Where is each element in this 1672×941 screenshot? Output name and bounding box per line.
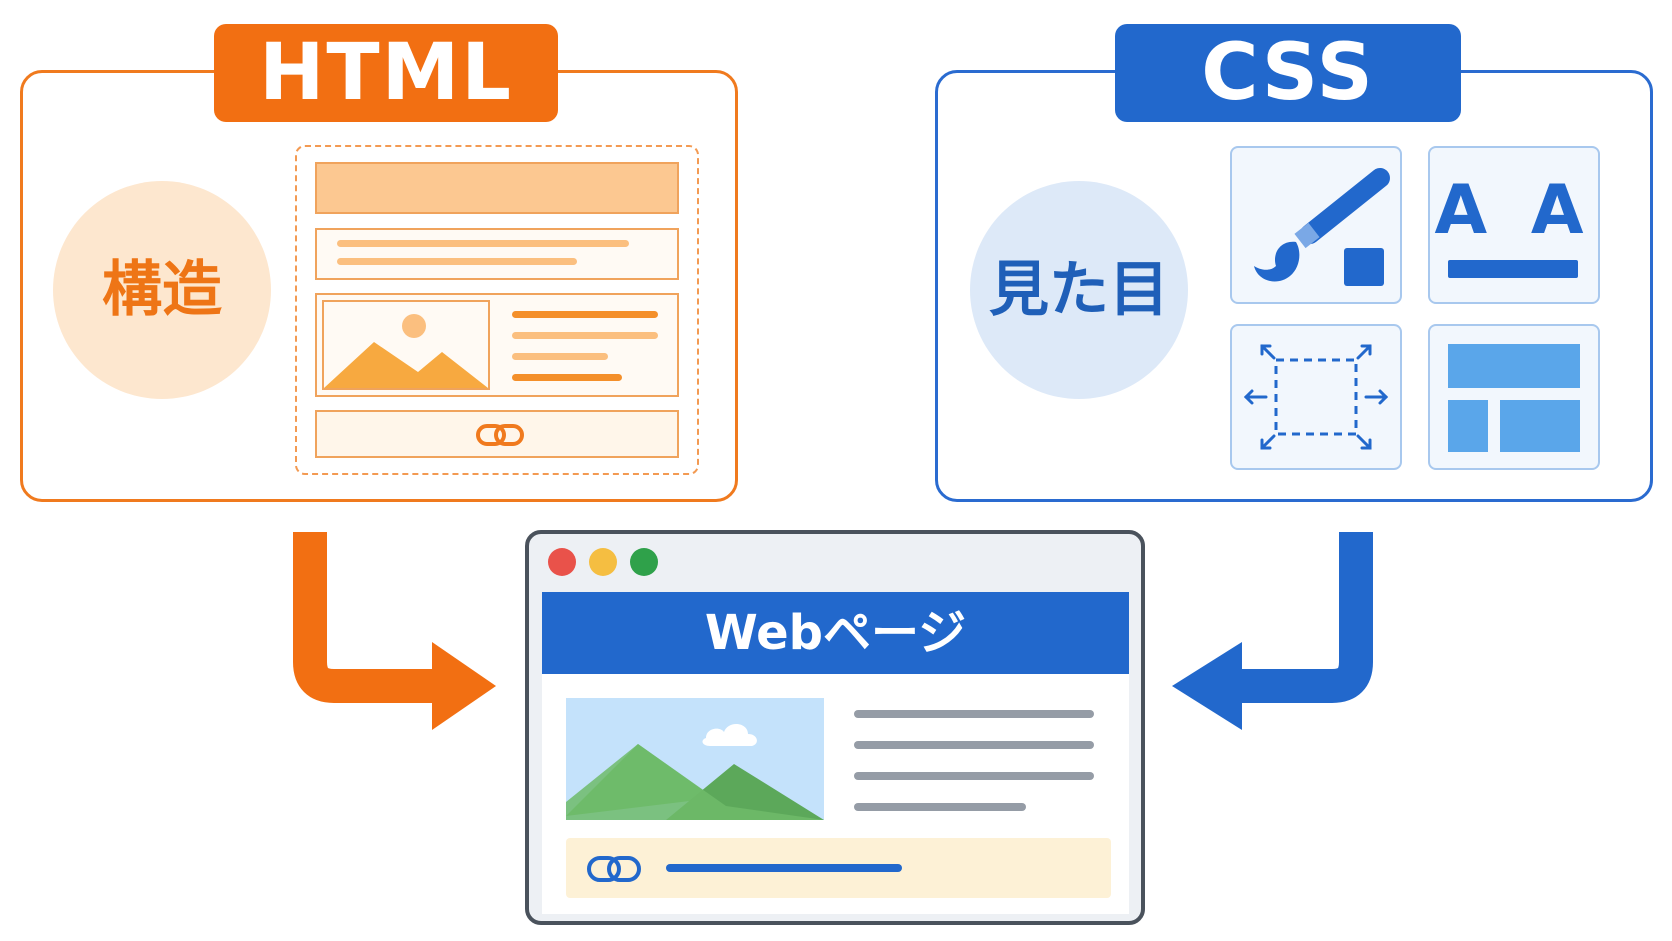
wireframe-media-row: [315, 293, 679, 397]
wireframe-text-line: [512, 353, 608, 360]
wireframe-text-line: [512, 332, 658, 339]
browser-link-bar: [566, 838, 1111, 898]
wireframe-footer-block: [315, 410, 679, 458]
typography-tile: A A: [1428, 146, 1600, 304]
wireframe-text-row: [315, 228, 679, 280]
html-arrow-icon: [293, 532, 440, 703]
underline-bar: [1448, 260, 1578, 278]
content-text-line: [854, 741, 1094, 749]
link-text-line: [666, 864, 902, 872]
css-arrow-head-icon: [1172, 642, 1242, 730]
wireframe-text-line: [337, 240, 629, 247]
wireframe-header-block: [315, 162, 679, 214]
html-arrow-head-icon: [432, 642, 496, 730]
image-placeholder-icon: [322, 300, 490, 390]
layout-block-left: [1448, 400, 1488, 452]
link-icon: [476, 424, 524, 446]
layout-tile: [1428, 324, 1600, 470]
layout-block-top: [1448, 344, 1580, 388]
content-text-line: [854, 710, 1094, 718]
html-tag: HTML: [214, 24, 558, 122]
wireframe-text-line: [337, 258, 577, 265]
wireframe-outline: [295, 145, 699, 475]
wireframe-text-line: [512, 374, 622, 381]
maximize-dot-icon: [630, 548, 658, 576]
structure-circle: 構造: [53, 181, 271, 399]
typography-sample-text: A A: [1434, 171, 1594, 250]
css-tag: CSS: [1115, 24, 1461, 122]
content-text-line: [854, 803, 1026, 811]
landscape-image-icon: [566, 698, 824, 820]
layout-block-right: [1500, 400, 1580, 452]
browser-page-title: Webページ: [542, 592, 1129, 674]
paintbrush-icon: [1254, 168, 1390, 286]
appearance-circle: 見た目: [970, 181, 1188, 399]
link-icon: [587, 856, 641, 882]
color-style-tile: [1230, 146, 1402, 304]
css-arrow-icon: [1234, 532, 1373, 703]
spacing-tile: [1230, 324, 1402, 470]
wireframe-text-line: [512, 311, 658, 318]
resize-arrows-icon: [1243, 344, 1389, 450]
minimize-dot-icon: [589, 548, 617, 576]
close-dot-icon: [548, 548, 576, 576]
content-text-line: [854, 772, 1094, 780]
